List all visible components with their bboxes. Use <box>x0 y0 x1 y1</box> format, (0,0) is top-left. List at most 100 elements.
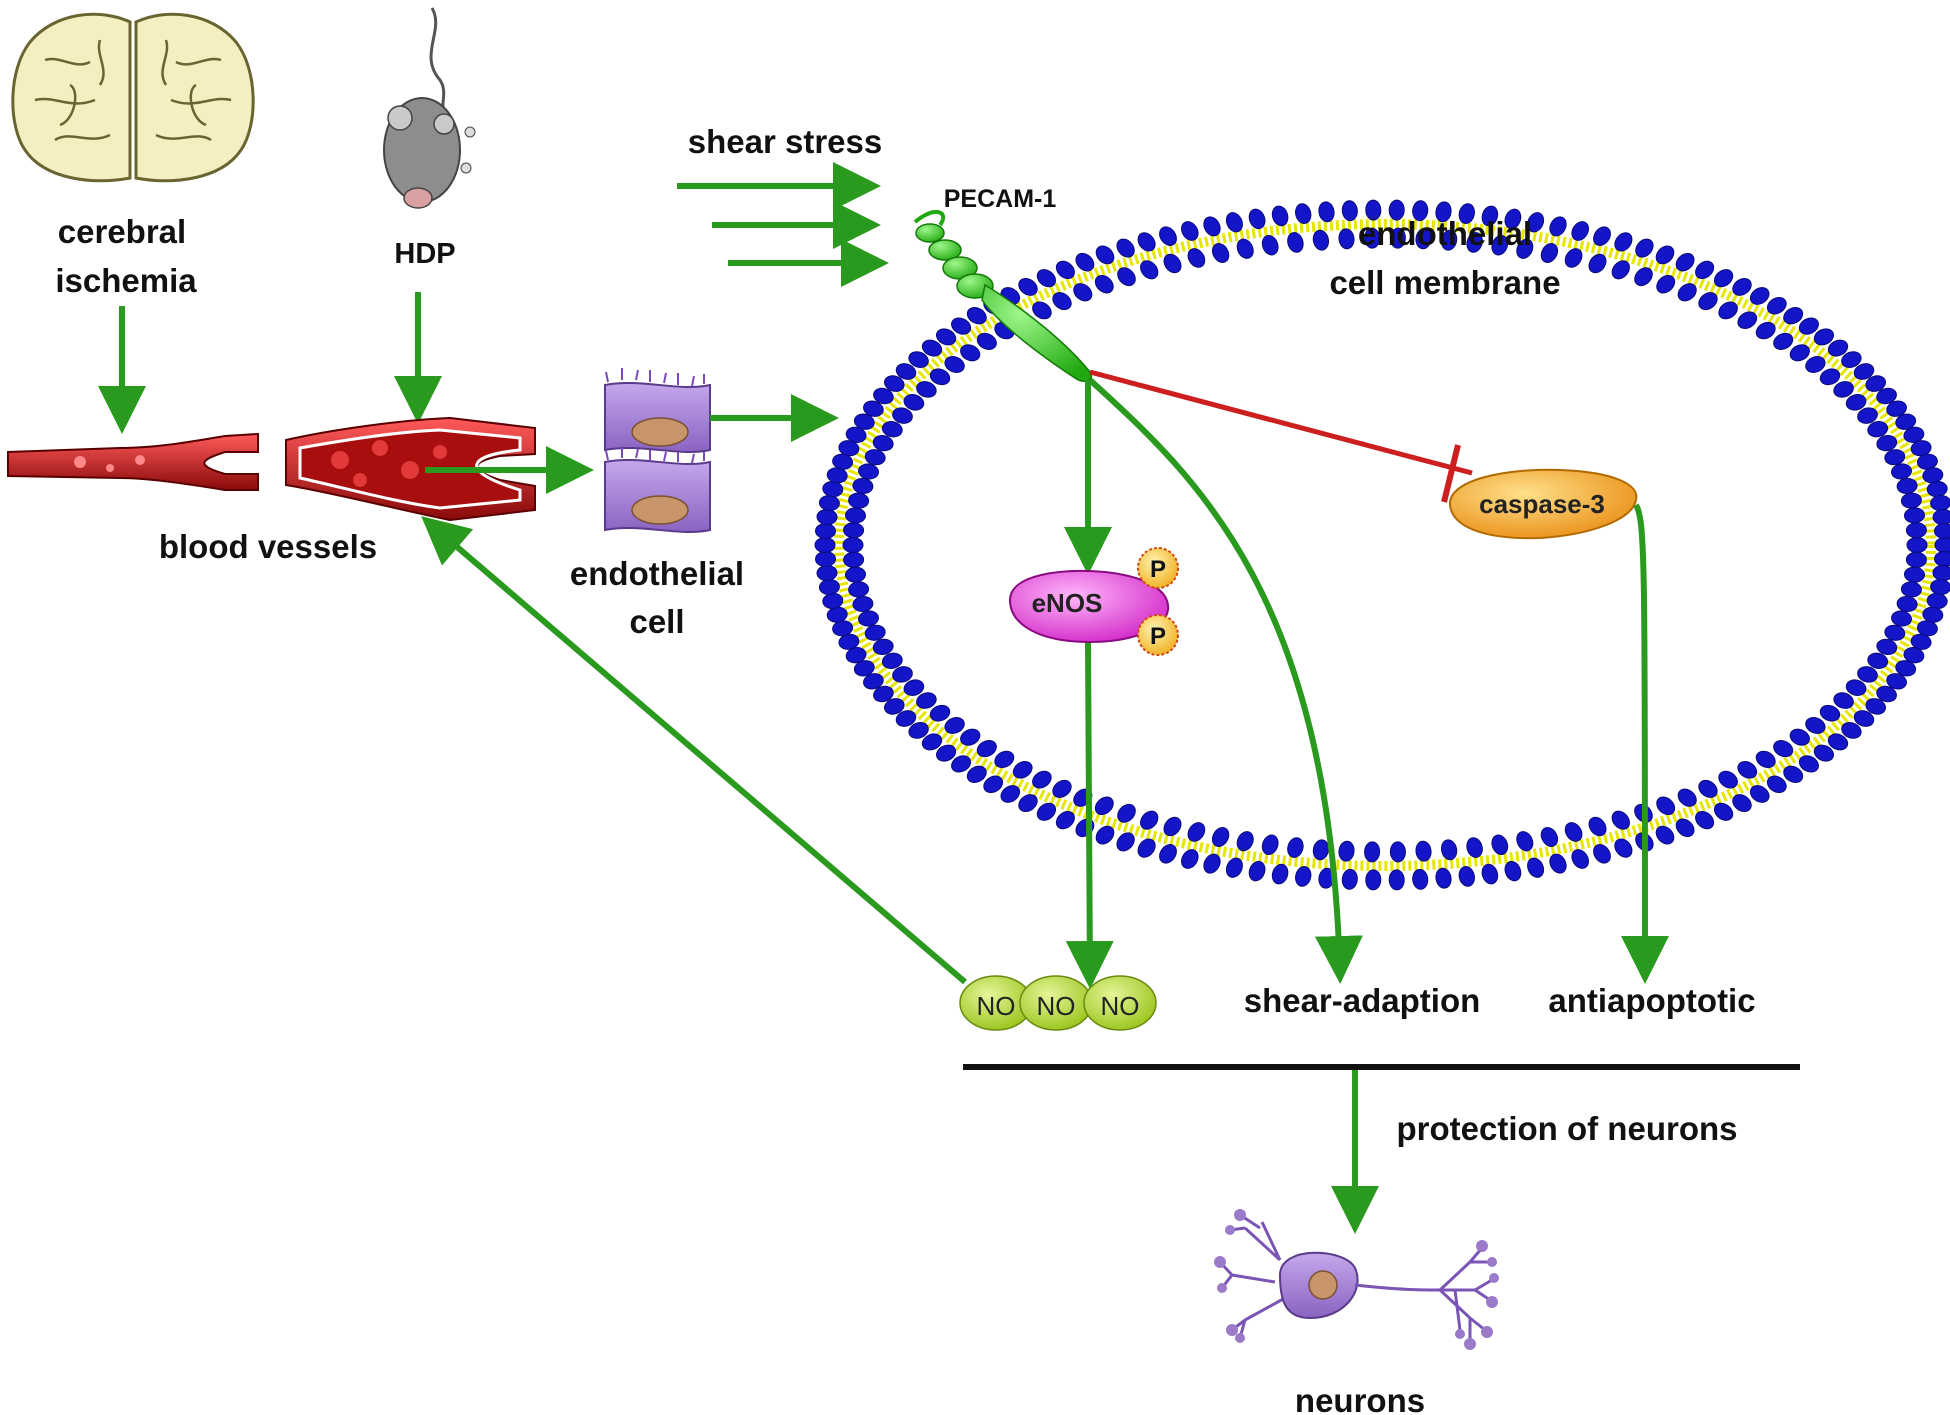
shear-adaption-label: shear-adaption <box>1244 982 1481 1019</box>
membrane-inner-head <box>1857 666 1878 683</box>
membrane-outer-head <box>1055 260 1075 280</box>
membrane-inner-head <box>944 717 965 734</box>
membrane-outer-head <box>1000 785 1021 803</box>
membrane-inner-head <box>1094 274 1114 294</box>
membrane-outer-head <box>1635 238 1654 258</box>
membrane-inner-head <box>1905 551 1927 568</box>
membrane-inner-head <box>1904 566 1925 583</box>
membrane-inner-head <box>1896 595 1918 613</box>
membrane-inner-head <box>929 704 951 722</box>
membrane-outer-head <box>895 363 917 380</box>
membrane-inner-head <box>843 551 865 568</box>
membrane-inner-head <box>1900 492 1922 509</box>
membrane-inner-head <box>1236 238 1254 259</box>
membrane-inner-head <box>1466 837 1483 858</box>
membrane-outer-head <box>1248 208 1266 230</box>
membrane-outer-head <box>863 400 884 417</box>
membrane-inner-head <box>1737 761 1758 779</box>
membrane-inner-head <box>1415 840 1432 862</box>
membrane-inner-head <box>845 566 866 583</box>
membrane-inner-head <box>1012 761 1033 779</box>
membrane-outer-head <box>1841 351 1862 368</box>
membrane-outer-head <box>1295 866 1312 887</box>
membrane-outer-head <box>936 744 957 762</box>
membrane-label-line2: cell membrane <box>1329 264 1560 301</box>
membrane-outer-head <box>908 351 929 368</box>
membrane-inner-head <box>1466 232 1483 253</box>
mouse-icon <box>383 7 476 209</box>
membrane-inner-head <box>848 492 870 509</box>
membrane-outer-head <box>1930 578 1950 596</box>
membrane-inner-head <box>1634 267 1653 287</box>
membrane-outer-head <box>1295 203 1312 224</box>
no-label-2: NO <box>1037 991 1076 1021</box>
membrane-outer-head <box>1095 245 1115 265</box>
membrane-inner-head <box>852 477 874 495</box>
membrane-inner-head <box>1906 537 1928 553</box>
membrane-inner-head <box>1805 356 1826 373</box>
membrane-outer-head <box>1055 810 1075 830</box>
membrane-outer-head <box>853 413 875 430</box>
membrane-inner-head <box>1611 810 1630 830</box>
no-label-1: NO <box>977 991 1016 1021</box>
membrane-outer-head <box>1932 508 1950 526</box>
antiapoptotic-label: antiapoptotic <box>1548 982 1755 1019</box>
membrane-outer-head <box>1614 232 1633 252</box>
membrane-inner-head <box>1338 840 1355 862</box>
membrane-inner-head <box>929 368 951 386</box>
enos-label: eNOS <box>1032 588 1103 618</box>
membrane-outer-head <box>863 673 884 690</box>
membrane-inner-head <box>1415 228 1432 250</box>
membrane-inner-head <box>1845 394 1867 411</box>
inhibition-line <box>1089 369 1473 476</box>
membrane-inner-head <box>1876 638 1898 656</box>
membrane-inner-head <box>872 638 894 656</box>
membrane-inner-head <box>1187 822 1206 842</box>
membrane-inner-head <box>1833 692 1854 709</box>
membrane-inner-head <box>1884 624 1906 641</box>
inhibition-bar <box>1441 444 1461 503</box>
membrane-inner-head <box>1440 229 1458 251</box>
membrane-outer-head <box>1137 232 1156 252</box>
membrane-inner-head <box>1187 248 1206 268</box>
membrane-outer-head <box>1841 722 1862 739</box>
arrow-caspase-to-antiapoptotic <box>1620 503 1669 984</box>
membrane-inner-head <box>1052 292 1072 311</box>
membrane-outer-head <box>1248 860 1266 882</box>
membrane-inner-head <box>1611 260 1630 280</box>
membrane-outer-head <box>1903 647 1925 664</box>
membrane-inner-head <box>1698 779 1718 798</box>
enos-node <box>1008 569 1170 644</box>
membrane-outer-head <box>1675 252 1695 272</box>
membrane-inner-head <box>843 522 865 539</box>
membrane-inner-head <box>845 507 866 524</box>
membrane-outer-head <box>966 307 987 325</box>
membrane-outer-head <box>1341 200 1358 222</box>
membrane-outer-head <box>853 660 875 677</box>
membrane-inner-head <box>1163 816 1182 837</box>
phosphate-badge-bottom <box>1137 614 1179 656</box>
membrane-inner-head <box>1516 831 1534 852</box>
membrane-inner-head <box>1236 831 1254 852</box>
membrane-inner-head <box>994 750 1015 769</box>
membrane-outer-head <box>818 578 840 596</box>
membrane-outer-head <box>1549 216 1567 237</box>
membrane-inner-head <box>1564 248 1583 268</box>
membrane-inner-head <box>1117 803 1136 823</box>
membrane-inner-head <box>1884 449 1906 466</box>
membrane-inner-head <box>1140 260 1159 280</box>
membrane-inner-head <box>872 434 894 452</box>
membrane-outer-head <box>1318 201 1335 223</box>
membrane-outer-head <box>1365 869 1382 891</box>
membrane-outer-head <box>936 328 957 346</box>
membrane-outer-head <box>1813 328 1834 346</box>
membrane-outer-head <box>1481 205 1499 227</box>
membrane-outer-head <box>1481 863 1499 885</box>
hdp-label: HDP <box>394 238 455 270</box>
membrane-inner-head <box>1540 243 1559 263</box>
membrane-outer-head <box>1225 857 1243 878</box>
membrane-outer-head <box>1876 387 1897 405</box>
blood-vessel-icon <box>285 416 536 522</box>
phosphate-badge-top <box>1137 547 1179 589</box>
